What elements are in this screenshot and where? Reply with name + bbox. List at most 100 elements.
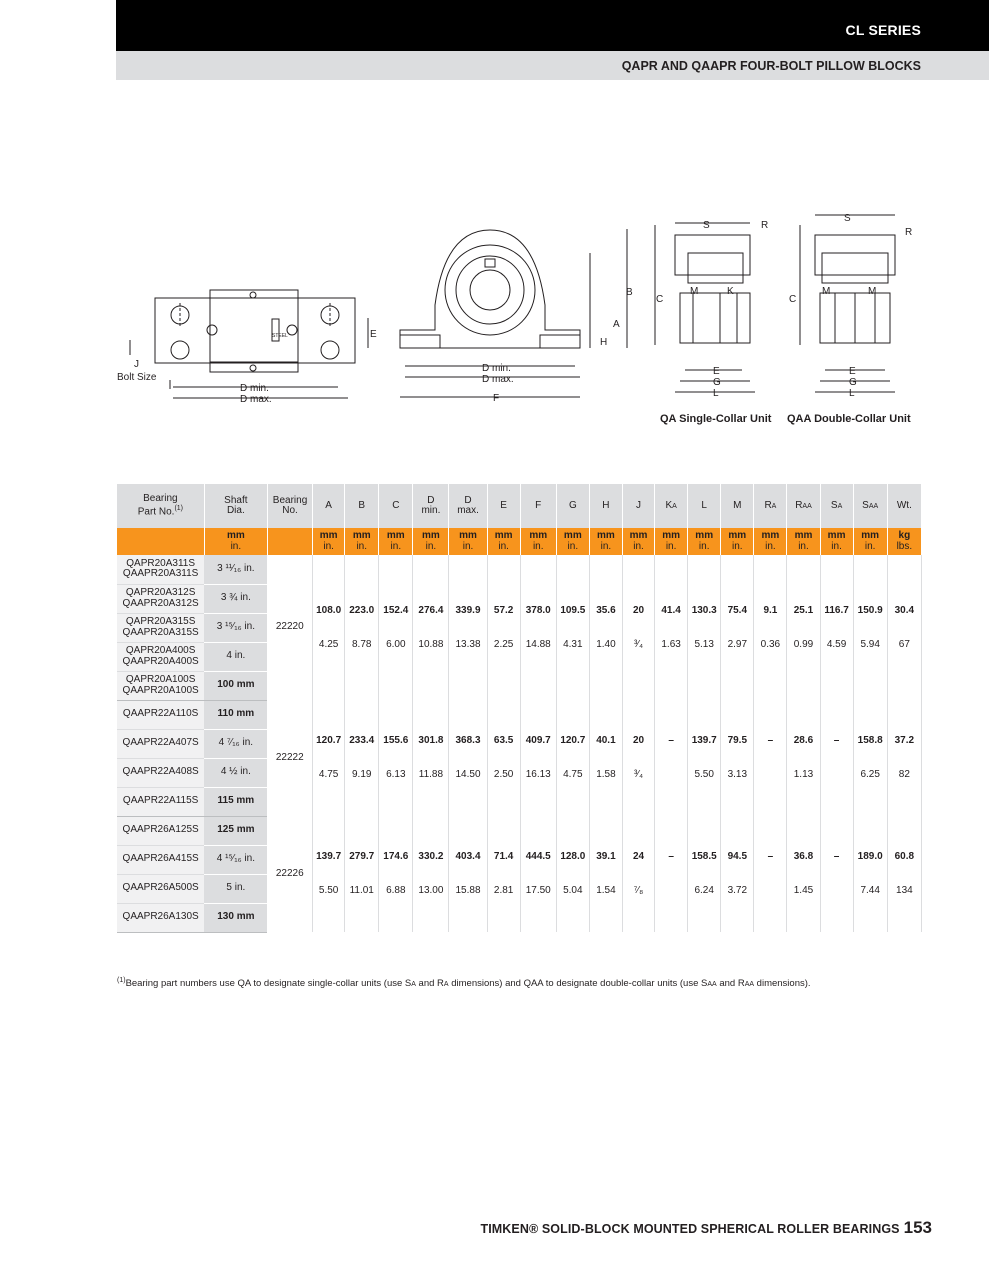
dimension-cell: – [654, 700, 689, 816]
label-l-double: L [849, 388, 855, 399]
part-number-cell: QAAPR22A110S [117, 700, 205, 730]
col-sa: SA [820, 484, 854, 528]
label-e: E [370, 329, 377, 340]
col-b: B [344, 484, 380, 528]
bearing-no-cell: 22222 [267, 700, 314, 816]
unit-bno-blank [267, 528, 314, 555]
shaft-dia-cell: 4 ½ in. [204, 758, 268, 788]
col-f: F [520, 484, 557, 528]
label-g-double: G [849, 377, 857, 388]
col-ka: KA [654, 484, 689, 528]
shaft-dia-cell: 5 in. [204, 874, 268, 904]
shaft-dia-cell: 125 mm [204, 816, 268, 846]
series-title: CL SERIES [845, 22, 921, 38]
shaft-dia-cell: 115 mm [204, 787, 268, 817]
col-g: G [556, 484, 590, 528]
label-e-single: E [713, 366, 720, 377]
single-collar-drawing [654, 222, 755, 393]
series-banner: CL SERIES [116, 0, 989, 51]
shaft-dia-cell: 100 mm [204, 671, 268, 701]
label-saa: S [844, 213, 851, 224]
subtitle-banner: QAPR AND QAAPR FOUR-BOLT PILLOW BLOCKS [116, 51, 989, 80]
col-ra: RA [753, 484, 788, 528]
label-c-double: C [789, 294, 796, 305]
part-number-cell: QAAPR22A408S [117, 758, 205, 788]
label-a: A [613, 319, 620, 330]
label-e-double: E [849, 366, 856, 377]
label-f: F [493, 393, 499, 404]
shaft-dia-cell: 130 mm [204, 903, 268, 933]
label-d-min-top: D min. [240, 383, 269, 394]
bearing-no-cell: 22220 [267, 555, 314, 700]
front-view-drawing [399, 229, 628, 398]
label-m-double-2: M [868, 286, 876, 297]
label-ra: R [761, 220, 768, 231]
col-j: J [622, 484, 656, 528]
label-d-min-front: D min. [482, 363, 511, 374]
col-raa: RAA [786, 484, 821, 528]
shaft-dia-cell: 3 ¹⁵⁄₁₆ in. [204, 613, 268, 643]
col-wt: Wt. [887, 484, 923, 528]
label-l-single: L [713, 388, 719, 399]
label-j: J [134, 359, 139, 370]
caption-double-collar: QAA Double-Collar Unit [787, 413, 911, 425]
dimension-cell: – [753, 700, 788, 816]
label-m-single: M [690, 286, 698, 297]
label-d-max-top: D max. [240, 394, 272, 405]
footer-title: TIMKEN® SOLID-BLOCK MOUNTED SPHERICAL RO… [480, 1222, 900, 1236]
shaft-dia-cell: 4 in. [204, 642, 268, 672]
label-b: B [626, 287, 633, 298]
shaft-dia-cell: 3 ¹¹⁄₁₆ in. [204, 555, 268, 585]
col-a: A [312, 484, 346, 528]
page-footer: TIMKEN® SOLID-BLOCK MOUNTED SPHERICAL RO… [480, 1218, 932, 1238]
shaft-dia-cell: 4 ⁷⁄₁₆ in. [204, 729, 268, 759]
bearing-no-cell: 22226 [267, 816, 314, 932]
label-g-single: G [713, 377, 721, 388]
